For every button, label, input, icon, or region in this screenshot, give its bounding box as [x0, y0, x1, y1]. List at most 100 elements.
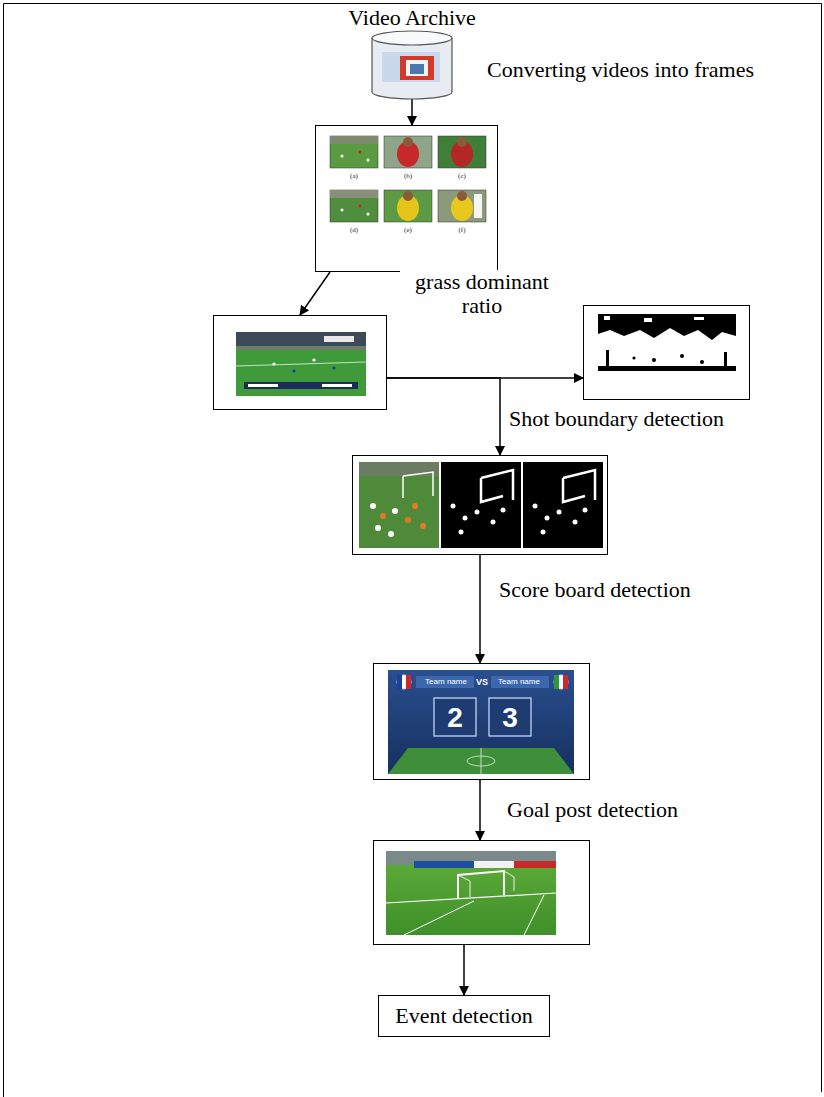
- shot-frames-box: [352, 455, 608, 555]
- drawing-part: [700, 360, 704, 364]
- image-caption: 3: [502, 703, 518, 733]
- drawing-part: [459, 530, 464, 535]
- drawing-part: [438, 136, 486, 168]
- drawing-part: [403, 191, 413, 201]
- image-caption: (f): [459, 226, 466, 234]
- drawing-part: [405, 517, 411, 523]
- shot-illustration: [353, 456, 607, 554]
- drawing-part: [372, 31, 452, 45]
- flow-arrow: [387, 378, 500, 455]
- drawing-part: [475, 510, 480, 515]
- drawing-part: [244, 382, 358, 389]
- drawing-part: [474, 861, 514, 868]
- drawing-part: [370, 503, 376, 509]
- drawing-part: [322, 384, 352, 387]
- drawing-part: [330, 136, 378, 144]
- drawing-part: [384, 136, 432, 168]
- drawing-part: [397, 675, 402, 689]
- drawing-part: [451, 38, 452, 92]
- drawing-part: [400, 56, 434, 80]
- drawing-part: [632, 356, 635, 359]
- drawing-part: [412, 503, 418, 509]
- drawing-part: [481, 748, 482, 774]
- drawing-part: [533, 504, 538, 509]
- drawing-part: [491, 520, 496, 525]
- drawing-part: [491, 676, 549, 688]
- drawing-part: [367, 159, 370, 162]
- drawing-part: [457, 137, 467, 147]
- drawing-part: [397, 675, 411, 689]
- drawing-part: [375, 525, 381, 531]
- drawing-part: [406, 675, 411, 689]
- drawing-part: [382, 52, 440, 82]
- drawing-part: [403, 137, 413, 147]
- drawing-part: [371, 38, 372, 92]
- drawing-part: [694, 317, 704, 320]
- database-node: Video Archive: [344, 4, 480, 102]
- drawing-part: [481, 470, 513, 502]
- binary-mask-box: [583, 305, 750, 400]
- drawing-part: [330, 136, 378, 168]
- drawing-part: [236, 332, 366, 396]
- frames-box: (a)(b)(c)(d)(e)(f): [315, 125, 498, 272]
- drawing-part: [388, 670, 574, 774]
- process-box: Event detection: [378, 995, 550, 1037]
- drawing-part: [236, 362, 366, 366]
- drawing-part: [598, 314, 736, 390]
- drawing-part: [474, 194, 482, 218]
- step-label: Goal post detection: [505, 798, 680, 822]
- drawing-part: [404, 901, 474, 935]
- drawing-part: [406, 60, 428, 76]
- drawing-part: [332, 366, 335, 369]
- drawing-part: [489, 698, 531, 736]
- drawing-part: [458, 871, 514, 897]
- drawing-part: [236, 332, 366, 350]
- drawing-part: [324, 336, 354, 342]
- scoreboard-box: Team nameVSTeam name23: [373, 663, 590, 780]
- drawing-part: [380, 513, 386, 519]
- frame-line: [3, 4, 4, 1097]
- goal-post-box: [373, 840, 590, 945]
- drawing-part: [386, 851, 556, 935]
- drawing-part: [416, 676, 474, 688]
- drawing-part: [341, 209, 344, 212]
- drawing-part: [330, 190, 378, 222]
- drawing-part: [451, 504, 456, 509]
- drawing-part: [598, 314, 736, 340]
- drawing-part: [557, 510, 562, 515]
- drawing-part: [467, 756, 495, 766]
- drawing-part: [359, 462, 439, 548]
- drawing-part: [573, 520, 578, 525]
- step-label: Shot boundary detection: [507, 407, 726, 431]
- drawing-part: [554, 675, 568, 689]
- step-label: grass dominant ratio: [400, 270, 564, 318]
- drawing-part: [524, 895, 544, 935]
- drawing-part: [248, 384, 278, 387]
- drawing-part: [292, 369, 295, 372]
- drawing-part: [330, 190, 378, 198]
- flow-arrow: [300, 272, 330, 315]
- drawing-part: [414, 861, 474, 868]
- image-caption: Team name: [498, 677, 540, 687]
- grass-illustration: [214, 316, 386, 409]
- node-heading: Video Archive: [348, 6, 476, 30]
- drawing-part: [410, 64, 424, 74]
- drawing-part: [604, 316, 610, 320]
- drawing-part: [606, 350, 609, 366]
- image-caption: 2: [447, 703, 463, 733]
- drawing-part: [388, 748, 574, 774]
- step-label: Converting videos into frames: [485, 58, 756, 82]
- drawing-part: [563, 470, 595, 502]
- drawing-part: [359, 151, 362, 154]
- drawing-part: [341, 155, 344, 158]
- goal-illustration: [374, 841, 589, 944]
- image-caption: (c): [458, 172, 466, 180]
- binary-illustration: [584, 306, 749, 399]
- image-caption: (e): [404, 226, 412, 234]
- frame-line: [4, 3, 822, 4]
- drawing-part: [236, 346, 366, 350]
- frame-line: [821, 4, 822, 1093]
- drawing-part: [312, 358, 315, 361]
- drawing-part: [724, 352, 727, 366]
- flow-arrow: [479, 780, 481, 840]
